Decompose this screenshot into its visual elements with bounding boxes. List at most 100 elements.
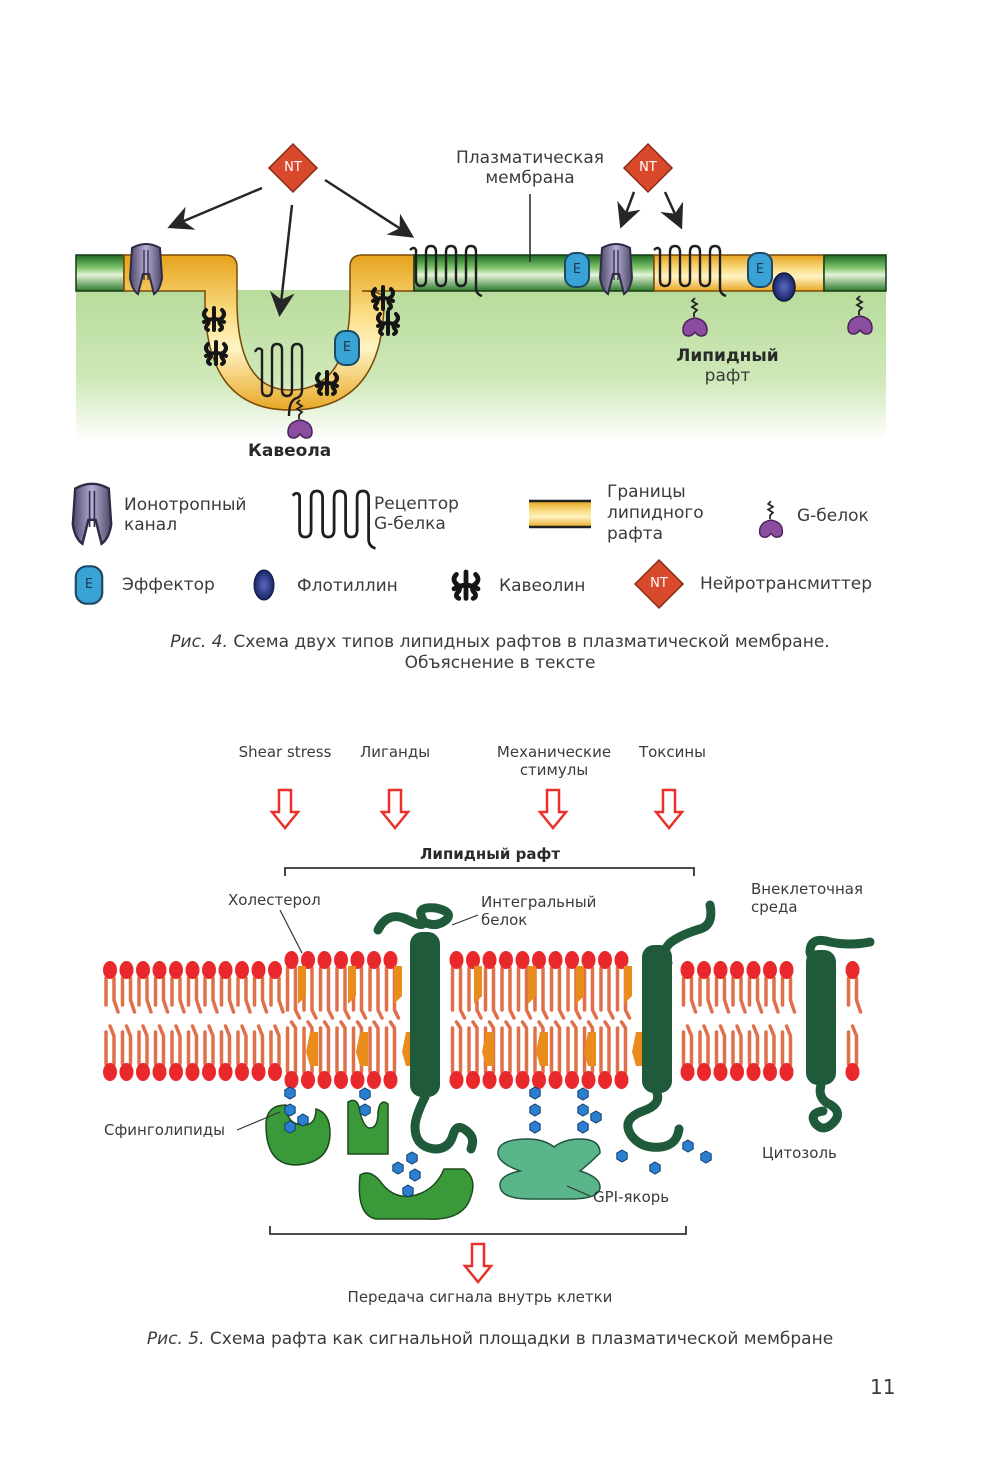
lipid-tail <box>500 966 516 1020</box>
lipid-tail <box>533 966 549 1020</box>
arrow <box>660 191 684 230</box>
label-line: G-белка <box>374 514 446 534</box>
lipid-head <box>598 951 612 969</box>
lipid-tail <box>335 1020 347 1074</box>
lipid-head <box>317 1071 332 1089</box>
lipid-tail <box>450 1020 463 1074</box>
lipid-head <box>466 1071 480 1089</box>
lipid-tail <box>153 976 170 1014</box>
label-line: Липидный <box>676 346 779 366</box>
lipid-head <box>235 1063 249 1081</box>
cholesterol <box>536 1032 548 1066</box>
lipid-head <box>845 961 860 979</box>
lipid-head <box>251 961 266 979</box>
lipid-head <box>301 1071 315 1089</box>
lipid-head <box>515 951 530 969</box>
lipid-head <box>152 1063 167 1081</box>
lipid-bilayer <box>103 951 863 1089</box>
receptor-protein <box>347 1099 389 1155</box>
effector-letter: E <box>84 577 94 592</box>
raft-title: Липидный рафт <box>419 845 561 863</box>
lipid-head <box>746 961 761 979</box>
lipid-head <box>169 1063 183 1081</box>
label-line: липидного <box>607 503 704 523</box>
lipid-head <box>218 1063 233 1081</box>
cytosol-label: Цитозоль <box>762 1144 837 1162</box>
signal-arrow-icon <box>463 1242 493 1284</box>
arrow <box>269 204 295 317</box>
lipid-tail <box>104 976 120 1014</box>
lipid-tail <box>170 1024 182 1066</box>
cholesterol <box>306 1032 318 1066</box>
caption-prefix: Рис. 4. <box>170 632 228 652</box>
stimulus-label: Токсины <box>638 743 707 761</box>
lipid-tail <box>269 976 285 1014</box>
lipid-head <box>136 961 150 979</box>
lipid-head <box>548 951 563 969</box>
lipid-tail <box>714 976 731 1014</box>
integral-protein <box>805 935 875 1133</box>
lipid-head <box>334 1071 348 1089</box>
lipid-tail <box>516 966 533 1020</box>
nt-label: NT <box>284 160 302 175</box>
leader-line <box>236 1111 281 1131</box>
lipid-tail <box>219 1024 232 1066</box>
sphingolipids-label: Сфинголипиды <box>104 1121 226 1139</box>
label-line: канал <box>124 515 178 535</box>
lipid-head <box>152 961 167 979</box>
raft-boundary-icon <box>529 499 591 529</box>
lipid-head <box>268 961 282 979</box>
gpcr-receptor-icon <box>253 342 304 417</box>
lipid-tail <box>450 966 467 1020</box>
lipid-head <box>103 1063 117 1081</box>
lipid-tail <box>846 1024 859 1066</box>
lipid-raft-label: Липидный рафт <box>660 346 795 386</box>
lipid-head <box>350 1071 365 1089</box>
lipid-head <box>202 961 216 979</box>
lipid-tail <box>615 1020 628 1074</box>
lipid-head <box>730 961 744 979</box>
label-line: Интегральный <box>481 893 597 911</box>
stimulus-label: Shear stress <box>238 743 332 761</box>
lipid-tail <box>368 966 384 1020</box>
lipid-head <box>202 1063 216 1081</box>
lipid-head <box>103 961 117 979</box>
page-number: 11 <box>870 1375 896 1399</box>
gpi-anchored-protein <box>497 1138 601 1200</box>
lipid-head <box>449 951 464 969</box>
lipid-head <box>845 1063 860 1081</box>
integral-protein <box>623 900 716 1152</box>
label-line: белок <box>481 911 528 929</box>
lipid-tail <box>269 1024 281 1066</box>
figure-4-caption: Рис. 4. Схема двух типов липидных рафтов… <box>60 632 940 674</box>
lipid-head <box>482 951 497 969</box>
lipid-tail <box>153 1024 166 1066</box>
cholesterol <box>482 1032 494 1066</box>
lipid-tail <box>318 1020 331 1074</box>
label-line: Рецептор <box>374 494 459 514</box>
lipid-tail <box>203 976 219 1014</box>
lipid-head <box>119 1063 134 1081</box>
lipid-tail <box>780 976 797 1014</box>
label-line: стимулы <box>519 761 589 779</box>
lipid-head <box>763 1063 777 1081</box>
lipid-tail <box>698 976 714 1014</box>
cholesterol <box>584 1032 596 1066</box>
lipid-head <box>565 1071 579 1089</box>
lipid-tail <box>368 1020 380 1074</box>
lipid-tail <box>120 1024 133 1066</box>
figure-5-caption: Рис. 5. Схема рафта как сигнальной площа… <box>60 1329 920 1350</box>
lipid-head <box>251 1063 266 1081</box>
lipid-tail <box>483 966 500 1020</box>
lipid-head <box>697 961 711 979</box>
lipid-head <box>268 1063 282 1081</box>
cholesterol <box>632 1032 644 1066</box>
leader-line <box>279 909 303 954</box>
lipid-head <box>779 961 794 979</box>
cholesterol <box>528 966 536 1004</box>
lipid-head <box>680 1063 695 1081</box>
lipid-head <box>466 951 480 969</box>
label-line: Границы <box>607 482 686 502</box>
nt-label: NT <box>650 576 668 591</box>
arrow <box>324 178 415 238</box>
